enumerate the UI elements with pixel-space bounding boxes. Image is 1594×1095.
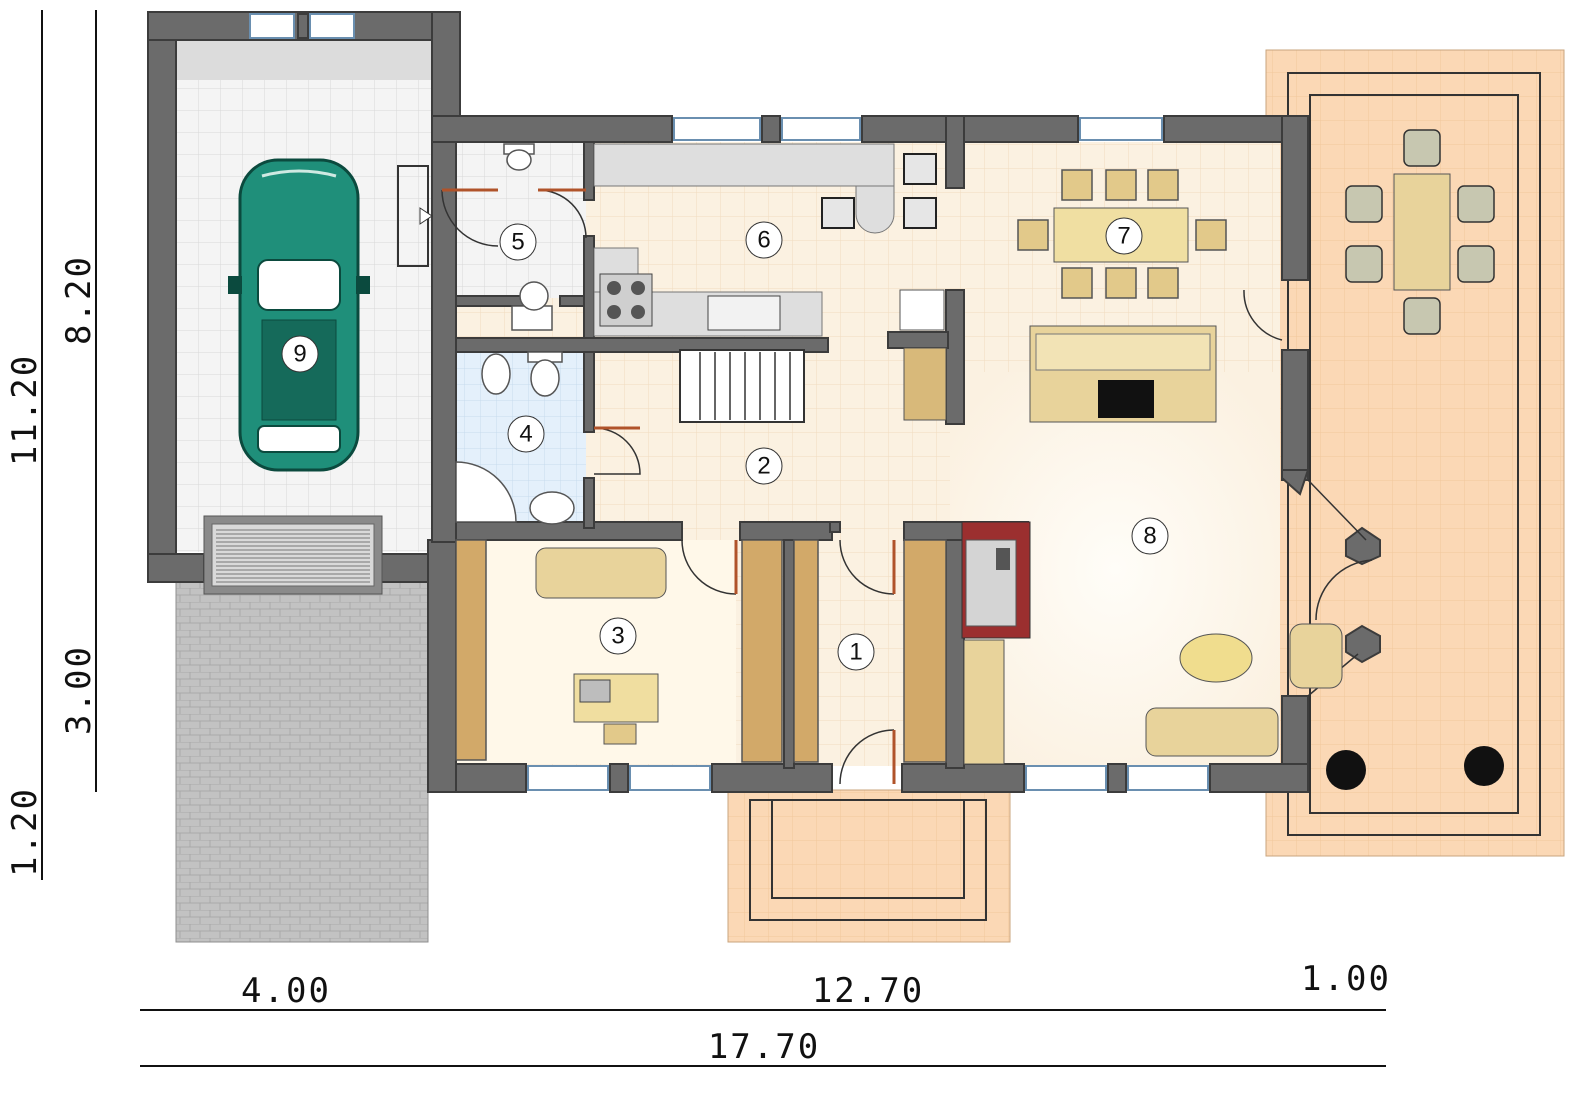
room-label-2: 2: [745, 447, 783, 485]
dim-horizontal-12-70: 12.70: [812, 971, 924, 1011]
terrace-chair: [1457, 245, 1495, 283]
dim-vertical-3-00: 3.00: [59, 645, 99, 735]
cooktop: [599, 273, 653, 327]
svg-text:1: 1: [849, 639, 862, 666]
terrace-chair: [1403, 297, 1441, 335]
terrace-chairs: [1345, 129, 1495, 335]
svg-text:5: 5: [511, 229, 524, 256]
terrace-chair: [1457, 185, 1495, 223]
study-sofa: [535, 547, 667, 599]
cooktop-burners: [607, 281, 645, 319]
toilet-icon: [503, 143, 553, 331]
dining-chairs: [1017, 169, 1227, 299]
dining-chair: [1061, 169, 1093, 201]
fireplace-icon: [961, 521, 1031, 765]
room-label-3: 3: [599, 617, 637, 655]
dim-horizontal-4-00: 4.00: [241, 971, 331, 1011]
cooktop-burner: [631, 281, 645, 295]
coffee-table: [1179, 633, 1253, 683]
bathroom-fixtures: [455, 351, 575, 525]
room-label-4: 4: [507, 415, 545, 453]
dim-vertical-11-20: 11.20: [5, 354, 45, 466]
room-label-6: 6: [745, 221, 783, 259]
bar-stools: [821, 153, 937, 229]
dining-chair: [1061, 267, 1093, 299]
terrace-chair: [1403, 129, 1441, 167]
garage-entry-floor: [176, 40, 432, 80]
svg-text:7: 7: [1117, 223, 1130, 250]
dining-chair: [1017, 219, 1049, 251]
room-label-9: 9: [281, 335, 319, 373]
dining-chair: [1105, 169, 1137, 201]
svg-text:9: 9: [293, 341, 306, 368]
stairs-icon: [679, 349, 805, 423]
cooktop-burner: [607, 281, 621, 295]
svg-text:3: 3: [611, 623, 624, 650]
svg-text:8: 8: [1143, 523, 1156, 550]
dimension-lines: [41, 10, 1386, 1067]
desk-icon: [573, 673, 659, 745]
side-cabinet: [903, 347, 947, 421]
terrace-table: [1393, 173, 1451, 291]
driveway-paving: [175, 581, 429, 943]
dining-chair: [1147, 267, 1179, 299]
garage-entry-arrow: [419, 207, 433, 225]
windows: [249, 13, 1209, 791]
dining-chair: [1195, 219, 1227, 251]
svg-text:4: 4: [519, 421, 532, 448]
room-label-7: 7: [1105, 217, 1143, 255]
dim-horizontal-17-70: 17.70: [708, 1027, 820, 1067]
sofa-icon: [1029, 325, 1217, 423]
room-label-8: 8: [1131, 517, 1169, 555]
garage-door-slats: [216, 529, 370, 583]
stair-steps: [699, 352, 791, 420]
terrace-step-inner: [1309, 94, 1519, 814]
terrace-chair: [1345, 245, 1383, 283]
cooktop-burner: [607, 305, 621, 319]
dim-vertical-1-20: 1.20: [5, 787, 45, 877]
plant-icon: [1326, 746, 1504, 790]
wardrobes: [455, 539, 947, 763]
room-label-5: 5: [499, 223, 537, 261]
dim-horizontal-1-00: 1.00: [1301, 959, 1391, 999]
room-label-1: 1: [837, 633, 875, 671]
svg-text:2: 2: [757, 453, 770, 480]
living-sofa: [1145, 623, 1343, 757]
svg-text:6: 6: [757, 227, 770, 254]
door-frames: [442, 188, 896, 784]
cooktop-burner: [631, 305, 645, 319]
sink: [707, 295, 781, 331]
dining-chair: [1105, 267, 1137, 299]
terrace-chair: [1345, 185, 1383, 223]
dining-chair: [1147, 169, 1179, 201]
dim-vertical-8-20: 8.20: [59, 255, 99, 345]
car-icon: [228, 158, 370, 472]
porch-step-inner: [771, 799, 965, 899]
